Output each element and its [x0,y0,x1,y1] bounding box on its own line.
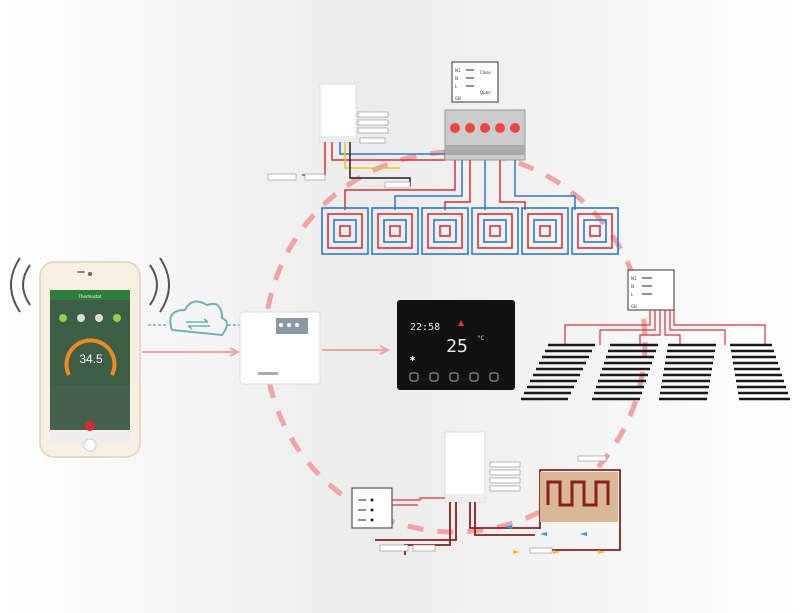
svg-text:Close: Close [480,70,491,75]
thermostat-temperature: 25 [446,336,468,357]
svg-text:N1: N1 [455,68,461,73]
svg-text:N1: N1 [631,276,637,281]
svg-text:L: L [631,292,634,297]
app-title: Thermostat [77,294,101,299]
phone-temperature: 34.5 [79,352,103,366]
electric-floor-heating-system: N1 N L GB [521,269,790,401]
svg-text:GB: GB [455,96,461,101]
svg-text:L: L [455,84,458,89]
smartphone: Thermostat 34.5 [39,261,141,458]
thermostat-key-2[interactable] [429,372,439,382]
mode-icon-3[interactable] [95,314,103,322]
smart-thermostat: 22:58 25 °C ✱ [397,300,515,390]
fan-icon: ✱ [410,354,416,364]
heating-mats [521,343,790,401]
wiring-box-bottom [351,487,393,529]
wiring-box-top: N1 N L Close Open GB [451,61,499,103]
cloud-icon [148,300,245,337]
thermostat-key-4[interactable] [469,372,479,382]
thermostat-key-5[interactable] [489,372,499,382]
floor-radiator-loop [540,472,618,522]
power-button[interactable] [85,421,95,431]
svg-text:N: N [455,76,458,81]
thermostat-time: 22:58 [410,322,440,333]
water-floor-heating-system: N1 N L Close Open GB [267,61,619,255]
svg-text:N: N [631,284,634,289]
svg-text:GB: GB [631,304,637,309]
thermostat-unit: °C [477,335,485,342]
floor-loops [321,207,619,255]
svg-text:Open: Open [480,90,491,95]
temperature-dial[interactable] [64,338,117,376]
mode-icon-1[interactable] [59,314,67,322]
wireless-signal-icon [10,257,170,313]
mode-icon-2[interactable] [77,314,85,322]
wiring-box-right: N1 N L GB [627,269,675,311]
flame-icon [458,320,464,326]
thermostat-key-3[interactable] [449,372,459,382]
boiler-bottom [444,431,486,503]
wifi-gateway [239,311,321,385]
connection-ring [262,149,648,535]
home-button[interactable] [83,438,97,452]
thermostat-key-1[interactable] [409,372,419,382]
mode-icon-4[interactable] [113,314,121,322]
radiator-heating-system [351,431,621,555]
boiler-top [319,83,357,143]
